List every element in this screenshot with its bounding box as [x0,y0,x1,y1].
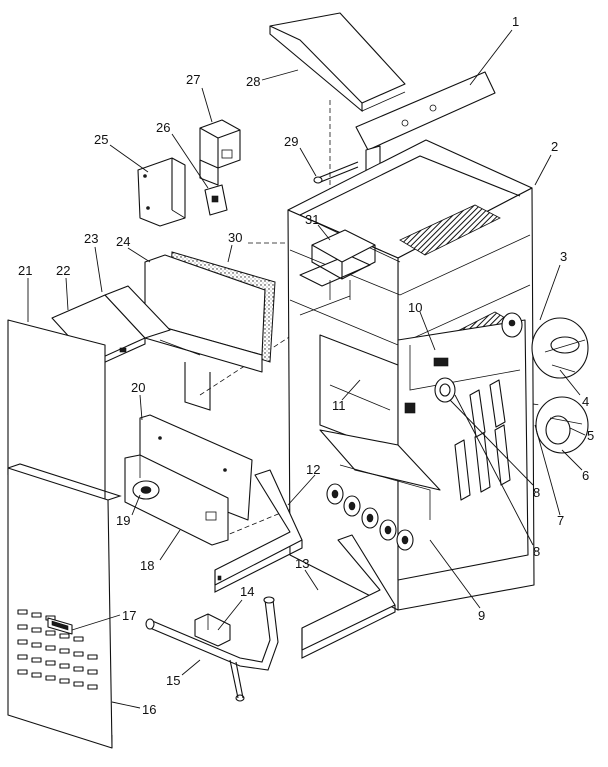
limit-switch [501,312,589,379]
lower-door [7,463,122,749]
small-plate [204,184,228,216]
top-panel [269,12,406,113]
callout-11: 11 [332,398,346,413]
callout-31: 31 [305,212,319,227]
flue-collar-rod [313,161,359,184]
callout-labels: 1 2 3 4 5 6 7 8 8 9 10 11 12 13 14 15 16… [18,14,594,717]
callout-24: 24 [116,234,130,249]
callout-19: 19 [116,513,130,528]
callout-12: 12 [306,462,320,477]
callout-15: 15 [166,673,180,688]
callout-3: 3 [560,249,567,264]
callout-9: 9 [478,608,485,623]
rollout-switch [434,377,589,454]
lower-door-vent-slots [17,609,98,690]
callout-5: 5 [587,428,594,443]
pipe-bracket [194,613,231,647]
callout-14: 14 [240,584,254,599]
inducer-blower [311,229,376,300]
callout-1: 1 [512,14,519,29]
callout-13: 13 [295,556,309,571]
callout-2: 2 [551,139,558,154]
callout-29: 29 [284,134,298,149]
side-bracket [137,157,186,227]
callout-21: 21 [18,263,32,278]
heat-exchanger-slots [404,357,511,501]
callout-20: 20 [131,380,145,395]
callout-17: 17 [122,608,136,623]
control-panel [124,414,253,546]
gas-manifold-pipe [145,596,279,702]
callout-23: 23 [84,231,98,246]
door-label-plate [47,617,73,635]
callout-4: 4 [582,394,589,409]
callout-27: 27 [186,72,200,87]
burner-assembly [319,429,441,551]
support-rail-left [214,469,303,593]
callout-26: 26 [156,120,170,135]
callout-18: 18 [140,558,154,573]
callout-6: 6 [582,468,589,483]
callout-16: 16 [142,702,156,717]
callout-10: 10 [408,300,422,315]
leader-lines [27,29,586,709]
callout-7: 7 [557,513,564,528]
support-rail-right [301,534,396,659]
callout-28: 28 [246,74,260,89]
callout-8-upper: 8 [533,485,540,500]
filter-plate [51,285,171,369]
callout-30: 30 [228,230,242,245]
control-bracket [199,119,241,186]
callout-22: 22 [56,263,70,278]
callout-8-lower: 8 [533,544,540,559]
callout-25: 25 [94,132,108,147]
